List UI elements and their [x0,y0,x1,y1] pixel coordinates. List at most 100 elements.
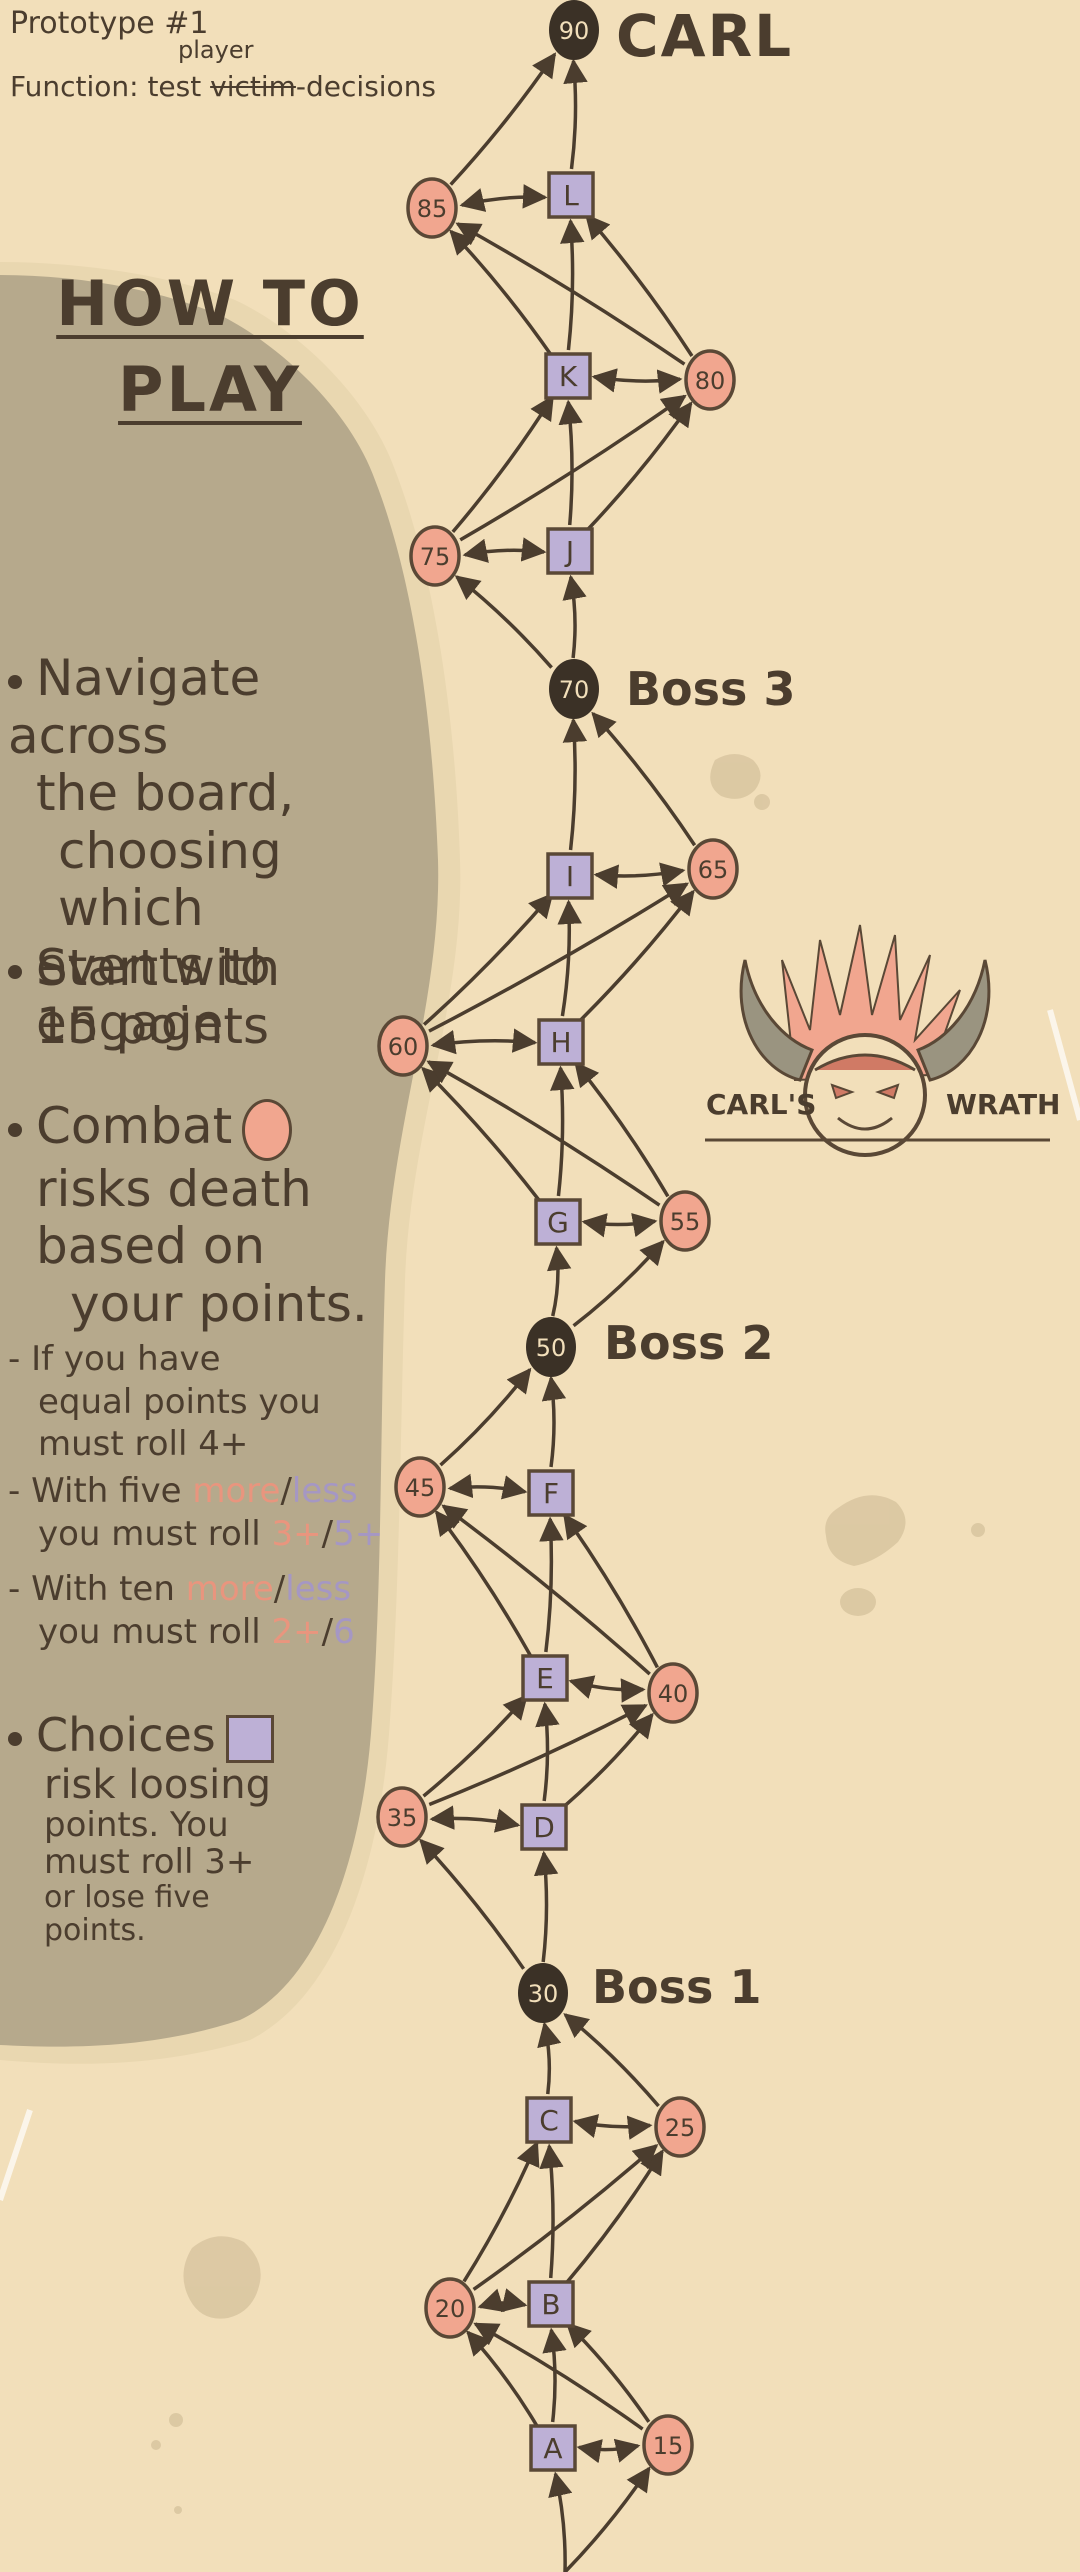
combat-node-60[interactable]: 60 [377,1015,429,1077]
combat-node-shape [394,1456,446,1518]
stain [174,2506,182,2514]
choice-node-I[interactable]: I [546,852,594,900]
stain [183,2236,261,2319]
combat-line-2: risks death [36,1159,312,1218]
combat-node-40[interactable]: 40 [647,1662,699,1724]
boss-node-90[interactable]: 90 [549,0,599,60]
combat-node-shape [687,838,739,900]
choice-node-K[interactable]: K [544,352,592,400]
ten-less: less [285,1569,352,1609]
combat-node-15[interactable]: 15 [642,2414,694,2476]
edge-G-c55 [581,1213,658,1238]
choice-node-label: L [563,179,579,212]
combat-node-label: 40 [658,1680,689,1708]
boss-label-2: Boss 2 [604,1316,774,1370]
combat-node-label: 35 [387,1804,418,1832]
boss-node-70[interactable]: 70 [549,659,599,719]
five-more: more [192,1471,281,1511]
combat-node-label: 85 [417,195,448,223]
edge-c20-c25 [472,2143,659,2291]
choices-line-4: must roll 3+ [44,1841,255,1882]
combat-node-20[interactable]: 20 [424,2277,476,2339]
combat-node-shape [424,2277,476,2339]
equal-line-2: equal points you [38,1381,321,1422]
choice-node-shape [546,852,594,900]
carl-mouth [837,1116,893,1131]
carl-end-title: CARL [616,2,794,70]
edge-B-c25 [564,2149,664,2285]
boss-node-50[interactable]: 50 [526,1317,576,1377]
start-line-2: 15 points [36,996,270,1055]
rules-panel [0,275,439,2047]
combat-node-65[interactable]: 65 [687,838,739,900]
edge-b70-J [562,574,587,659]
edge-G-c60 [421,1066,543,1204]
edge-b70-c75 [454,575,553,669]
boss-node-label: 90 [559,17,590,45]
function-line: Function: test victim-decisions [10,70,437,103]
choice-node-H[interactable]: H [537,1018,585,1066]
choice-node-J[interactable]: J [546,527,594,575]
boss-node-shape [549,659,599,719]
combat-line-4: your points. [70,1274,368,1333]
combat-node-shape [642,2414,694,2476]
choice-node-B[interactable]: B [527,2280,575,2328]
navigate-line-1: Navigate across [8,649,261,765]
combat-node-75[interactable]: 75 [409,525,461,587]
choice-node-E[interactable]: E [521,1654,569,1702]
choice-node-shape [534,1198,582,1246]
combat-node-label: 55 [670,1208,701,1236]
edge-c80-c85 [455,222,686,366]
ten-roll-text: you must roll [38,1611,272,1652]
edge-c60-I [422,892,554,1026]
stain [151,2440,161,2450]
ten-more: more [185,1569,274,1609]
carls-word: CARL'S [706,1088,817,1121]
stains [151,754,985,2514]
choice-node-shape [521,1654,569,1702]
combat-node-label: 15 [653,2432,684,2460]
rule-navigate: Navigate across the board, choosing whic… [8,649,398,1053]
choice-node-D[interactable]: D [520,1803,568,1851]
combat-node-shape [377,1015,429,1077]
combat-node-label: 60 [388,1033,419,1061]
choice-node-A[interactable]: A [529,2424,577,2472]
edge-J-c80 [585,401,693,533]
ten-roll-sep: / [321,1611,334,1652]
stain [754,794,770,810]
equal-line-3: must roll 4+ [38,1424,249,1464]
choice-node-F[interactable]: F [527,1469,575,1517]
edge-b30-c35 [419,1838,526,1970]
combat-node-shape [654,2096,706,2158]
edge-F-b50 [541,1375,567,1468]
bullet [8,674,22,689]
rule-combat-five: - With five more/less you must roll 3+/5… [8,1471,384,1554]
edge-c15-B [565,2322,651,2423]
choice-node-label: B [541,2288,560,2321]
combat-node-85[interactable]: 85 [406,177,458,239]
five-roll-more: 3+ [271,1513,322,1554]
combat-node-25[interactable]: 25 [654,2096,706,2158]
equal-line-1: If you have [31,1339,221,1379]
choice-node-L[interactable]: L [547,171,595,219]
combat-node-80[interactable]: 80 [684,349,736,411]
stain [825,1495,906,1566]
combat-node-label: 75 [420,543,451,571]
combat-node-35[interactable]: 35 [376,1786,428,1848]
edge-start-A [548,2471,573,2572]
choice-node-C[interactable]: C [525,2096,573,2144]
combat-node-45[interactable]: 45 [394,1456,446,1518]
ten-roll-more: 2+ [271,1611,322,1652]
edge-c75-K [451,394,555,534]
choice-node-shape [527,2280,575,2328]
edge-c45-b50 [439,1367,532,1467]
combat-line-1: Combat [36,1097,233,1155]
choice-node-G[interactable]: G [534,1198,582,1246]
struck-word: victim [210,70,296,103]
choice-node-label: E [536,1662,554,1695]
boss-node-30[interactable]: 30 [518,1963,568,2023]
choice-node-label: H [550,1026,571,1059]
ten-roll-less: 6 [333,1611,355,1652]
choice-node-shape [520,1803,568,1851]
combat-node-55[interactable]: 55 [659,1190,711,1252]
